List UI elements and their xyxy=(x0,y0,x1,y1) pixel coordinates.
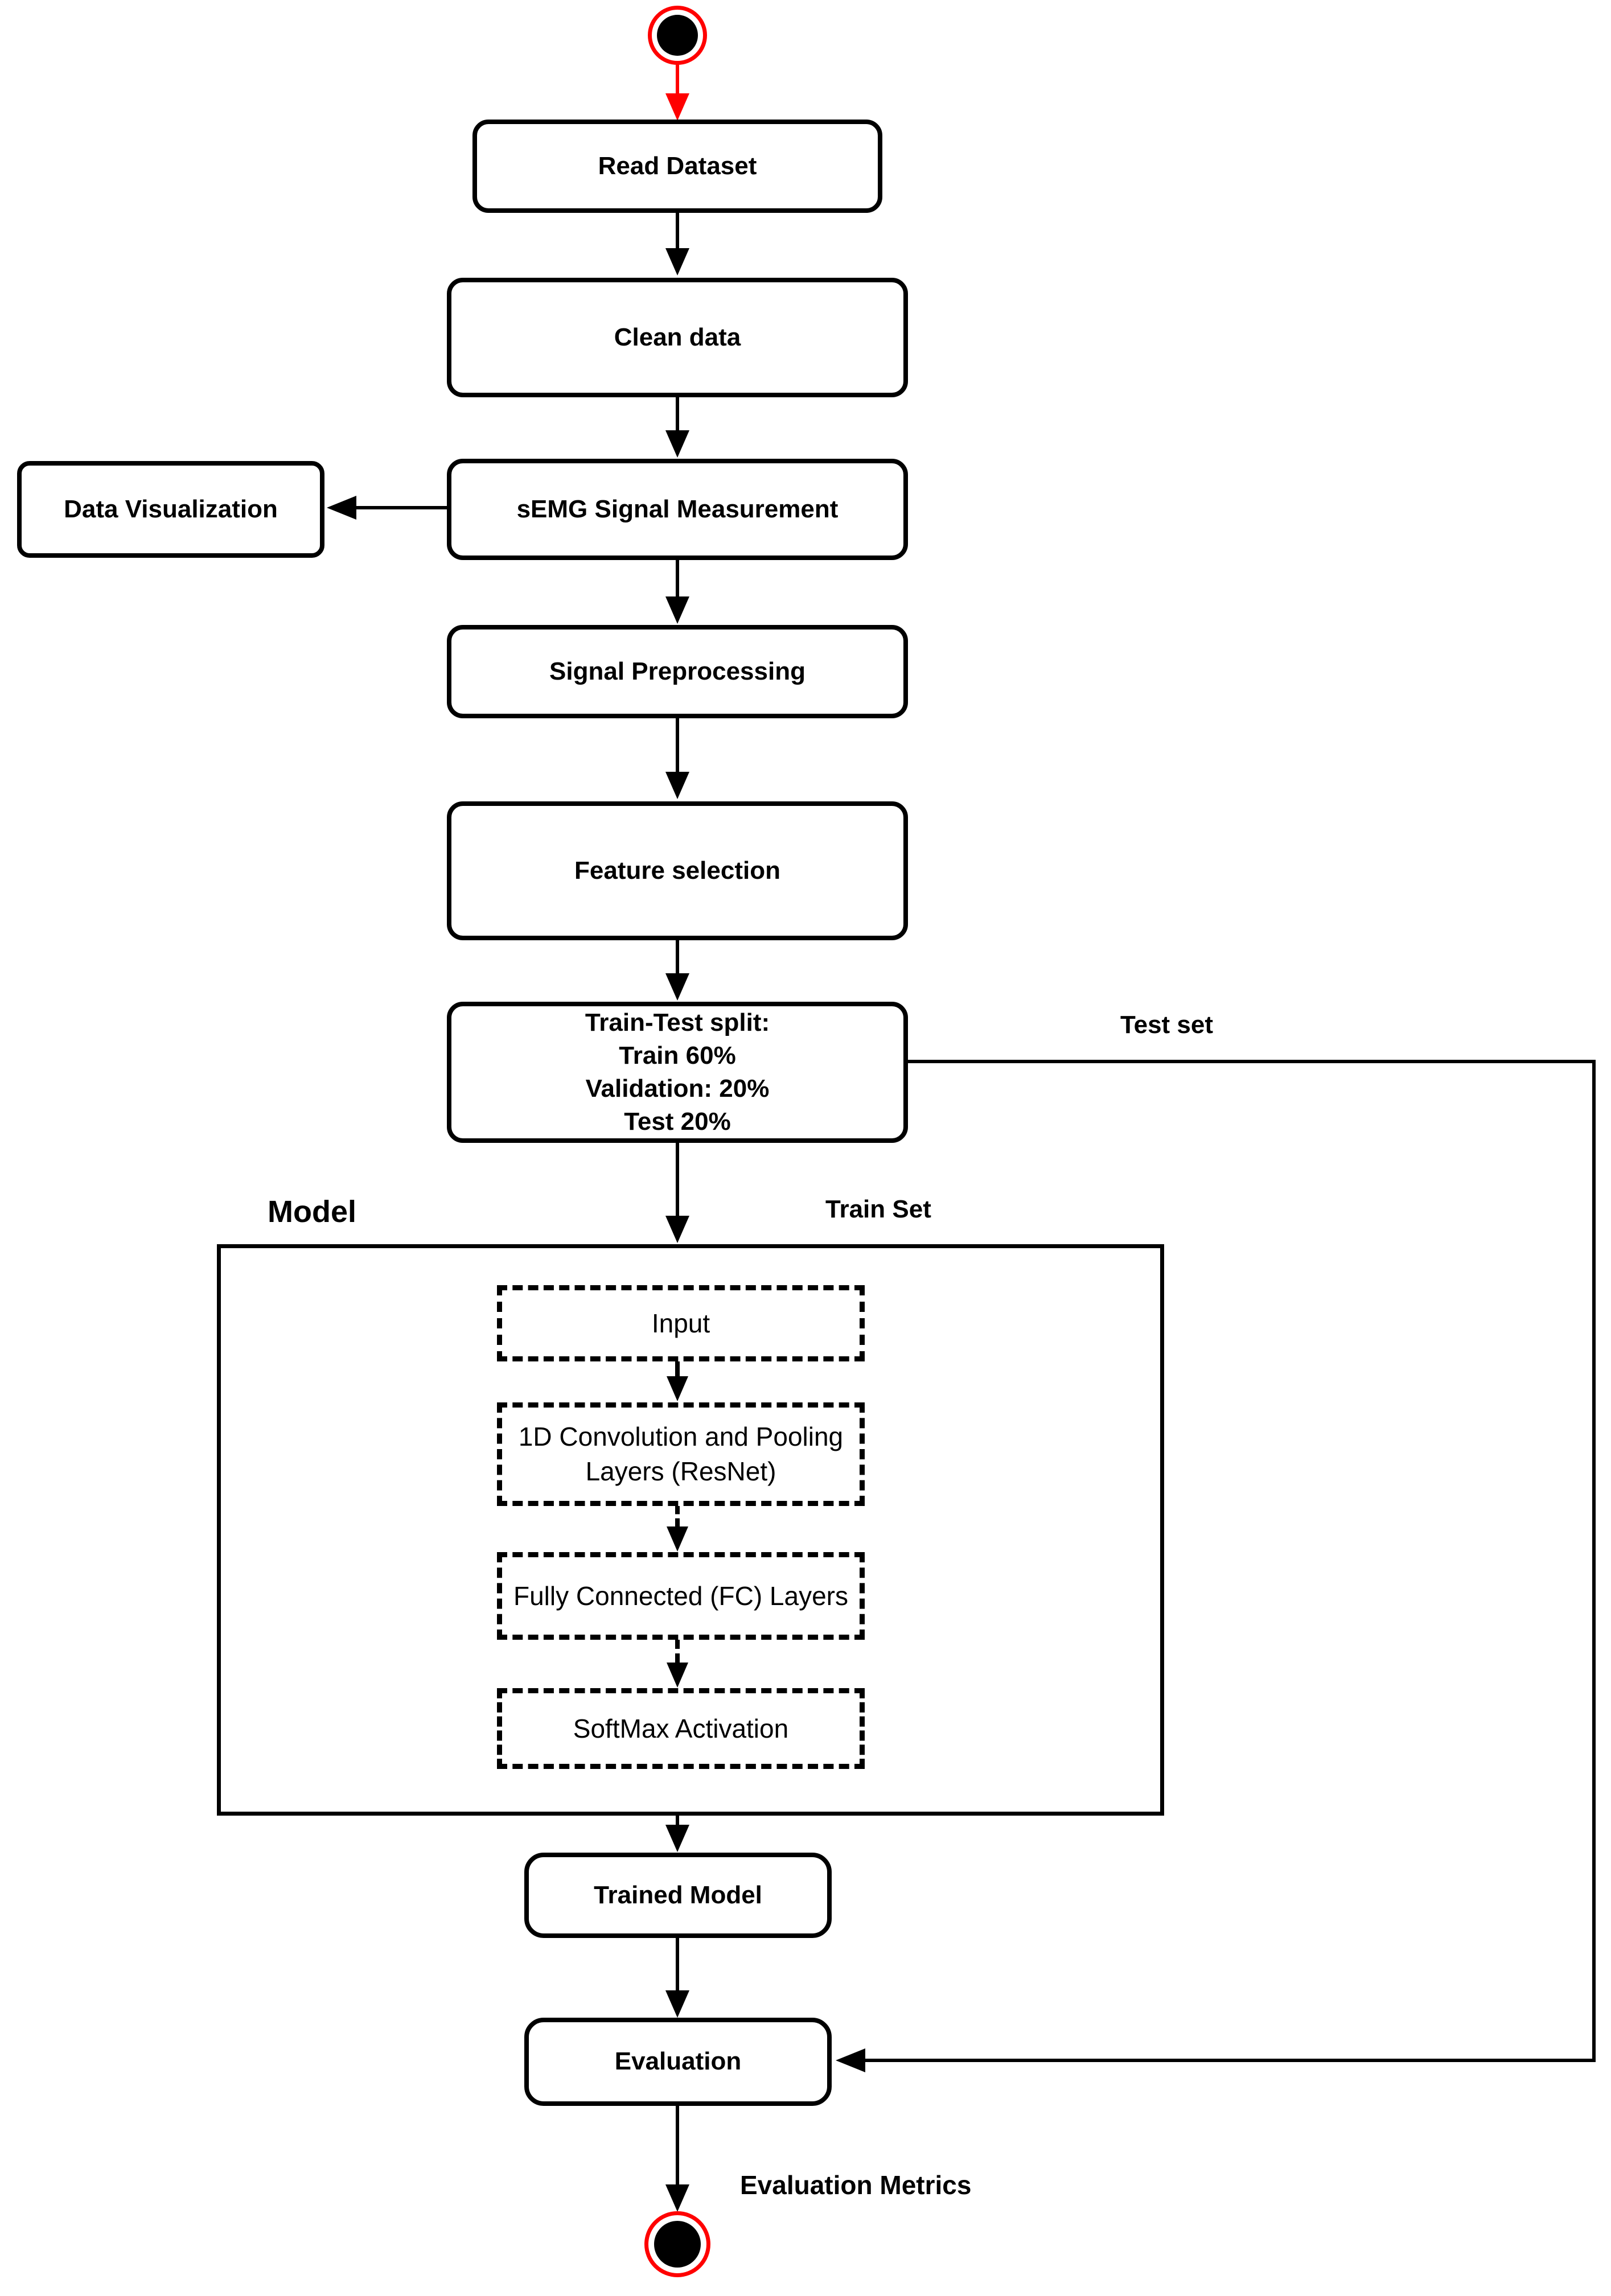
node-evaluation-label: Evaluation xyxy=(614,2047,742,2076)
node-read-dataset-label: Read Dataset xyxy=(598,151,757,180)
arrowhead-semg-dataviz xyxy=(327,496,356,520)
node-data-visualization-label: Data Visualization xyxy=(64,495,278,523)
arrowhead-model-trained xyxy=(665,1825,689,1852)
node-feature-selection: Feature selection xyxy=(447,801,908,940)
start-node xyxy=(648,6,707,65)
evaluation-metrics-edge-label: Evaluation Metrics xyxy=(740,2170,972,2200)
edge-split-model xyxy=(676,1143,679,1216)
node-evaluation: Evaluation xyxy=(524,2018,832,2106)
node-trained-model: Trained Model xyxy=(524,1853,832,1938)
node-trained-model-label: Trained Model xyxy=(594,1881,762,1909)
start-node-dot xyxy=(657,15,698,56)
edge-conv-fc xyxy=(675,1506,680,1526)
layer-conv-pool: 1D Convolution and Pooling Layers (ResNe… xyxy=(497,1402,865,1506)
arrowhead-preprocessing-feature xyxy=(665,772,689,799)
node-data-visualization: Data Visualization xyxy=(17,461,324,558)
edge-trained-evaluation xyxy=(676,1938,679,1990)
node-signal-preprocessing: Signal Preprocessing xyxy=(447,625,908,718)
arrowhead-fc-softmax xyxy=(667,1663,688,1688)
edge-evaluation-end xyxy=(676,2106,679,2184)
end-node-dot xyxy=(654,2221,701,2268)
layer-input: Input xyxy=(497,1285,865,1361)
edge-model-trained xyxy=(676,1812,679,1826)
edge-input-conv xyxy=(675,1361,680,1377)
node-train-test-split: Train-Test split: Train 60% Validation: … xyxy=(447,1002,908,1143)
train-set-edge-label: Train Set xyxy=(825,1195,931,1223)
arrowhead-clean-semg xyxy=(665,430,689,458)
edge-preprocessing-feature xyxy=(676,718,679,772)
arrowhead-test-set-evaluation xyxy=(836,2048,865,2072)
arrowhead-trained-evaluation xyxy=(665,1990,689,2018)
layer-conv-pool-label: 1D Convolution and Pooling Layers (ResNe… xyxy=(518,1422,844,1486)
edge-semg-preprocessing xyxy=(676,560,679,596)
node-clean-data: Clean data xyxy=(447,278,908,397)
edge-semg-dataviz xyxy=(354,506,447,509)
node-semg-label: sEMG Signal Measurement xyxy=(516,495,839,523)
node-train-test-split-label: Train-Test split: Train 60% Validation: … xyxy=(585,1008,770,1136)
arrowhead-input-conv xyxy=(667,1376,688,1401)
layer-softmax-label: SoftMax Activation xyxy=(573,1713,789,1743)
arrowhead-conv-fc xyxy=(667,1526,688,1552)
end-node xyxy=(644,2211,710,2277)
test-set-edge-label: Test set xyxy=(1120,1011,1214,1039)
edge-start-read-dataset xyxy=(676,64,679,97)
arrowhead-feature-split xyxy=(665,973,689,1001)
edge-read-clean xyxy=(676,213,679,248)
edge-feature-split xyxy=(676,940,679,973)
arrowhead-read-clean xyxy=(665,248,689,275)
layer-softmax: SoftMax Activation xyxy=(497,1688,865,1769)
node-read-dataset: Read Dataset xyxy=(472,120,882,213)
edge-clean-semg xyxy=(676,397,679,430)
edge-test-set-top xyxy=(908,1060,1596,1063)
node-semg-signal-measurement: sEMG Signal Measurement xyxy=(447,459,908,560)
layer-fully-connected: Fully Connected (FC) Layers xyxy=(497,1552,865,1640)
node-clean-data-label: Clean data xyxy=(614,323,741,351)
layer-fully-connected-label: Fully Connected (FC) Layers xyxy=(513,1581,848,1611)
layer-input-label: Input xyxy=(651,1308,710,1338)
edge-test-set-right xyxy=(1592,1060,1596,2062)
node-signal-preprocessing-label: Signal Preprocessing xyxy=(549,657,806,685)
arrowhead-start-read-dataset xyxy=(665,93,689,121)
model-group-container xyxy=(217,1244,1164,1816)
arrowhead-split-model xyxy=(665,1216,689,1243)
arrowhead-semg-preprocessing xyxy=(665,596,689,624)
model-group-label: Model xyxy=(268,1195,356,1229)
edge-fc-softmax xyxy=(675,1640,680,1663)
edge-test-set-bottom xyxy=(865,2059,1596,2062)
arrowhead-evaluation-end xyxy=(665,2184,689,2212)
node-feature-selection-label: Feature selection xyxy=(574,856,780,884)
